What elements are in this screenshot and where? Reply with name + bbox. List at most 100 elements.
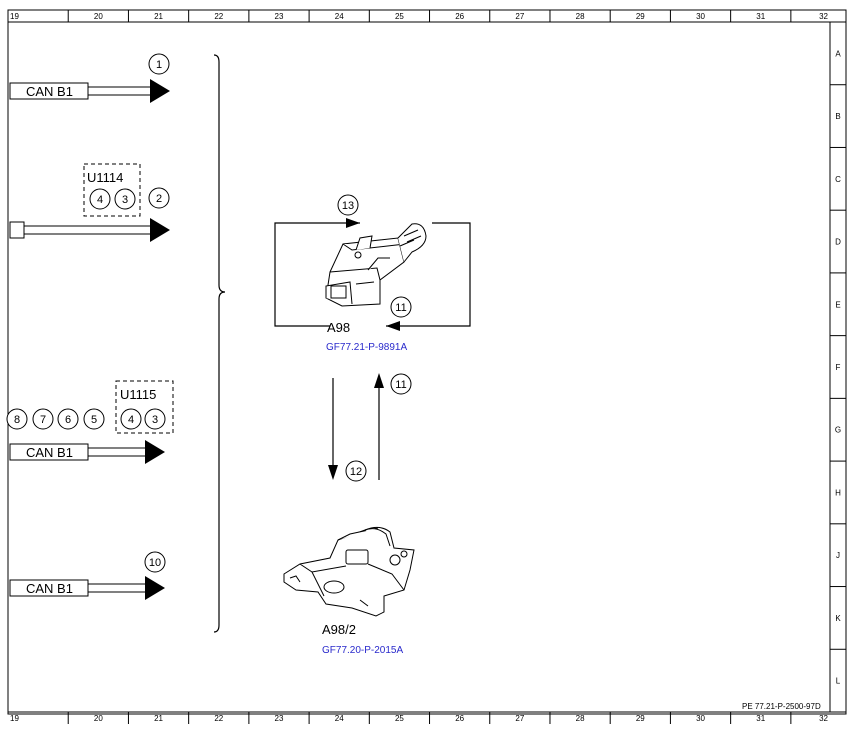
column-label: 23 — [275, 714, 284, 723]
column-label: 32 — [819, 12, 828, 21]
callout-number: 2 — [156, 193, 162, 205]
column-label: 31 — [756, 12, 765, 21]
pin-circle — [114, 188, 136, 210]
callout-circle — [337, 194, 359, 216]
u1115-group-box — [115, 380, 174, 434]
component-ref-link[interactable]: GF77.21-P-9891A — [326, 342, 407, 353]
column-label: 28 — [576, 714, 585, 723]
arrow-right-icon — [346, 218, 360, 228]
row-label: F — [836, 363, 841, 372]
callout-number: 11 — [395, 379, 406, 391]
column-label: 20 — [94, 12, 103, 21]
column-label: 24 — [335, 714, 344, 723]
signal-bracket — [213, 54, 226, 633]
pin-number: 6 — [65, 414, 71, 426]
row-label: L — [836, 677, 841, 686]
u1114-label: U1114 — [87, 170, 123, 185]
column-label: 31 — [756, 714, 765, 723]
callout-circle — [345, 460, 367, 482]
signal-u1114: U1114 4 3 2 — [9, 163, 170, 242]
callout-circle — [390, 373, 412, 395]
can-b1-label: CAN B1 — [26, 445, 73, 460]
column-label: 27 — [515, 714, 524, 723]
column-label: 32 — [819, 714, 828, 723]
pin-number: 8 — [14, 414, 20, 426]
column-label: 20 — [94, 714, 103, 723]
component-name: A98 — [327, 320, 350, 335]
column-label: 25 — [395, 12, 404, 21]
column-label: 21 — [154, 714, 163, 723]
can-b1-box — [9, 579, 89, 597]
can-b1-box — [9, 443, 89, 461]
pin-circle — [32, 408, 54, 430]
arrow-down-icon — [328, 465, 338, 480]
component-a98: 13 11 A98 GF77.21-P-9891A — [274, 194, 471, 353]
column-label: 23 — [275, 12, 284, 21]
arrow-left-icon — [386, 321, 400, 331]
callout-number: 13 — [342, 200, 354, 212]
pin-number: 4 — [128, 414, 134, 426]
link-arrows: 12 11 — [328, 373, 412, 482]
callout-number: 1 — [156, 59, 162, 71]
pin-circle — [120, 408, 142, 430]
callout-circle — [148, 187, 170, 209]
arrow-right-icon — [145, 576, 165, 600]
row-label: H — [835, 488, 841, 497]
column-label: 27 — [515, 12, 524, 21]
pin-circle — [6, 408, 28, 430]
frame — [7, 9, 847, 715]
document-reference: PE 77.21-P-2500-97D — [742, 702, 821, 711]
signal-u1115: U1115 4 3 8 7 6 5 CAN B1 — [6, 380, 174, 464]
component-ref-link[interactable]: GF77.20-P-2015A — [322, 645, 403, 656]
callout-circle — [148, 53, 170, 75]
component-a98-2: A98/2 GF77.20-P-2015A — [283, 526, 415, 656]
row-label: G — [835, 426, 841, 435]
arrow-right-icon — [150, 79, 170, 103]
u1114-group-box — [83, 163, 141, 217]
column-label: 26 — [455, 12, 464, 21]
callout-number: 12 — [350, 466, 362, 478]
column-label: 25 — [395, 714, 404, 723]
column-label: 28 — [576, 12, 585, 21]
connector-stub — [9, 221, 25, 239]
row-label: B — [835, 112, 840, 121]
u1115-label: U1115 — [120, 387, 156, 402]
column-label: 29 — [636, 12, 645, 21]
row-label: A — [835, 49, 841, 58]
callout-number: 10 — [149, 557, 161, 569]
sunroof-motor-icon — [283, 526, 415, 617]
row-label: D — [835, 238, 841, 247]
camera-module-icon — [325, 223, 427, 307]
column-label: 30 — [696, 12, 705, 21]
pin-number: 7 — [40, 414, 46, 426]
column-label: 21 — [154, 12, 163, 21]
column-label: 22 — [214, 714, 223, 723]
signal-can-b1-10: 10 CAN B1 — [9, 551, 166, 600]
pin-circle — [83, 408, 105, 430]
column-label: 19 — [10, 714, 19, 723]
column-label: 24 — [335, 12, 344, 21]
column-ruler-top: 19 20 21 22 23 24 25 26 27 28 29 30 31 32 — [10, 10, 829, 22]
callout-number: 11 — [395, 302, 406, 314]
arrow-up-icon — [374, 373, 384, 388]
column-label: 29 — [636, 714, 645, 723]
signal-can-b1-1: CAN B1 1 — [9, 53, 170, 103]
row-label: J — [836, 551, 840, 560]
row-label: K — [835, 614, 841, 623]
column-label: 30 — [696, 714, 705, 723]
pin-circle — [57, 408, 79, 430]
can-b1-label: CAN B1 — [26, 84, 73, 99]
row-label: E — [835, 300, 840, 309]
callout-circle — [144, 551, 166, 573]
column-label: 26 — [455, 714, 464, 723]
column-label: 22 — [214, 12, 223, 21]
pin-number: 5 — [91, 414, 97, 426]
can-b1-box — [9, 82, 89, 100]
pin-circle — [89, 188, 111, 210]
column-label: 19 — [10, 12, 19, 21]
column-ruler-bottom: 19 20 21 22 23 24 25 26 27 28 29 30 31 32 — [10, 712, 829, 724]
pin-number: 4 — [97, 194, 103, 206]
component-name: A98/2 — [322, 622, 356, 637]
